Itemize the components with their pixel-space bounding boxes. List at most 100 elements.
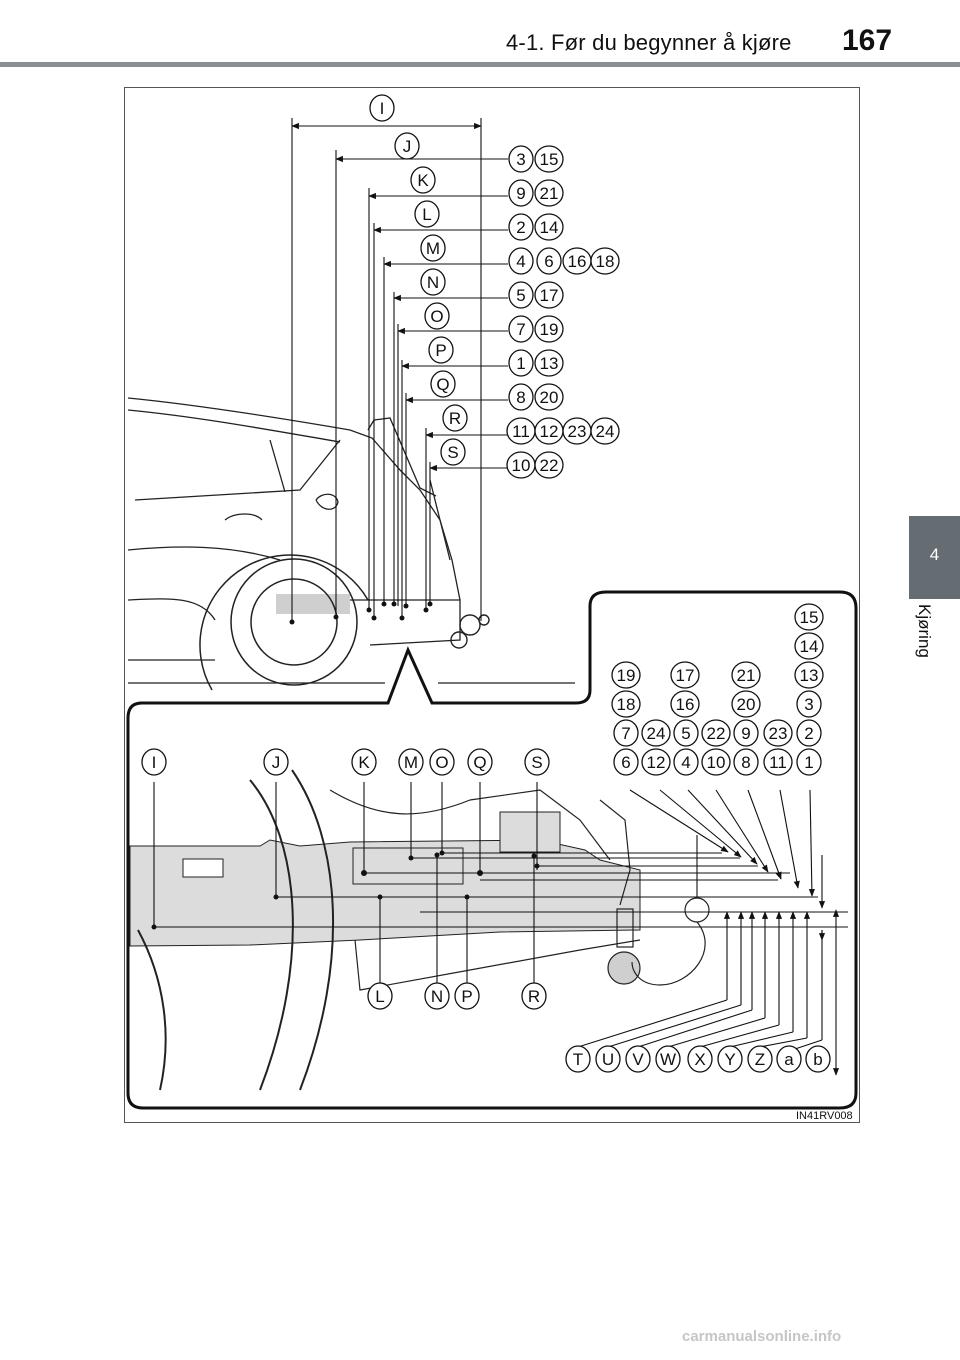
height-letter-T-badge — [565, 1045, 591, 1073]
detail-number-6-badge — [613, 748, 639, 776]
dimension-letter-P-badge — [428, 336, 454, 364]
detail-points — [151, 850, 540, 930]
dimension-letter-J: J — [403, 137, 412, 156]
height-letter-T: T — [573, 1050, 583, 1069]
detail-number-2-badge — [796, 719, 822, 747]
chapter-tab[interactable] — [909, 516, 960, 599]
detail-number-21-badge — [731, 661, 761, 689]
figure-code: IN41RV008 — [796, 1110, 853, 1122]
height-letter-a: a — [784, 1050, 794, 1069]
detail-letter-P: P — [461, 987, 472, 1006]
detail-callout-frame — [126, 590, 858, 1110]
towball — [450, 614, 490, 649]
dimension-number-5: 5 — [516, 286, 525, 305]
dimension-number-20: 20 — [540, 388, 559, 407]
dimension-number-15: 15 — [540, 150, 559, 169]
dimension-number-18: 18 — [596, 252, 615, 271]
dimension-letter-O-badge — [424, 302, 450, 330]
dimension-letter-O: O — [430, 307, 443, 326]
detail-number-23-badge — [763, 719, 793, 747]
dimension-number-3: 3 — [516, 150, 525, 169]
dimension-number-22-badge — [534, 451, 564, 479]
detail-number-9: 9 — [741, 724, 750, 743]
height-letter-b: b — [813, 1050, 822, 1069]
height-letter-Z-badge — [747, 1045, 773, 1073]
detail-letter-I-badge — [141, 748, 167, 776]
chapter-number: 4 — [929, 545, 940, 564]
detail-number-14: 14 — [800, 637, 819, 656]
dimension-number-10: 10 — [512, 456, 531, 475]
car-rear-drawing — [127, 397, 575, 684]
dimension-number-4: 4 — [516, 252, 525, 271]
dimension-number-16: 16 — [568, 252, 587, 271]
dimension-number-6-badge — [536, 247, 562, 275]
detail-number-17-badge — [670, 661, 700, 689]
detail-letter-J: J — [272, 753, 281, 772]
detail-number-11: 11 — [769, 753, 787, 772]
detail-number-16-badge — [670, 690, 700, 718]
dimension-number-23: 23 — [568, 422, 587, 441]
dimension-number-24-badge — [590, 417, 620, 445]
height-letter-X: X — [694, 1050, 705, 1069]
rear-wheel — [199, 554, 369, 691]
dimension-number-7-badge — [508, 315, 534, 343]
dimension-number-21-badge — [534, 179, 564, 207]
detail-number-18: 18 — [617, 695, 636, 714]
detail-dimension-lines — [153, 782, 848, 1076]
detail-number-24: 24 — [647, 724, 666, 743]
detail-letter-J-badge — [263, 748, 289, 776]
dimension-number-2-badge — [508, 213, 534, 241]
detail-number-16: 16 — [676, 695, 695, 714]
dimension-letter-J-badge — [394, 132, 420, 160]
detail-number-3: 3 — [804, 695, 813, 714]
detail-number-20: 20 — [737, 695, 756, 714]
dimension-letter-P: P — [435, 341, 446, 360]
detail-number-12-badge — [641, 748, 671, 776]
figure-frame — [124, 87, 860, 1123]
detail-number-21: 21 — [737, 666, 756, 685]
detail-number-8-badge — [733, 748, 759, 776]
detail-number-18-badge — [611, 690, 641, 718]
detail-letter-R-badge — [521, 982, 547, 1010]
detail-letter-K-badge — [351, 748, 377, 776]
section-title: 4-1. Før du begynner å kjøre — [506, 30, 792, 55]
detail-letter-O-badge — [429, 748, 455, 776]
detail-number-5-badge — [673, 719, 699, 747]
dimension-letter-Q-badge — [430, 370, 456, 398]
detail-number-8: 8 — [741, 753, 750, 772]
dimension-letter-S-badge — [440, 438, 466, 466]
detail-letter-S: S — [531, 753, 542, 772]
height-letter-b-badge — [805, 1045, 831, 1073]
detail-number-5: 5 — [681, 724, 690, 743]
height-letter-U-badge — [595, 1045, 621, 1073]
height-letter-Y-badge — [717, 1045, 743, 1073]
dimension-number-20-badge — [534, 383, 564, 411]
dimension-number-6: 6 — [544, 252, 553, 271]
dimension-number-22: 22 — [540, 456, 559, 475]
detail-number-2: 2 — [804, 724, 813, 743]
dimension-letter-K-badge — [410, 166, 436, 194]
dimension-letter-L: L — [422, 205, 431, 224]
height-letter-W-badge — [655, 1045, 681, 1073]
dimension-number-1-badge — [508, 349, 534, 377]
detail-letter-M-badge — [398, 748, 424, 776]
detail-number-7-badge — [613, 719, 639, 747]
detail-number-22-badge — [701, 719, 731, 747]
dimension-letter-R: R — [449, 409, 461, 428]
detail-number-17: 17 — [676, 666, 695, 685]
dimension-number-7: 7 — [516, 320, 525, 339]
dimension-letter-N: N — [427, 273, 439, 292]
detail-number-10-badge — [701, 748, 731, 776]
dimension-letter-N-badge — [420, 268, 446, 296]
dimension-letter-Q: Q — [436, 375, 449, 394]
detail-number-13: 13 — [800, 666, 819, 685]
detail-number-7: 7 — [621, 724, 630, 743]
dimension-number-2: 2 — [516, 218, 525, 237]
dimension-number-5-badge — [508, 281, 534, 309]
upper-dimension-lines — [291, 118, 508, 624]
dimension-number-21: 21 — [540, 184, 559, 203]
upper-points — [289, 601, 433, 625]
dimension-letter-I-badge — [369, 94, 395, 122]
dimension-letter-L-badge — [414, 200, 440, 228]
